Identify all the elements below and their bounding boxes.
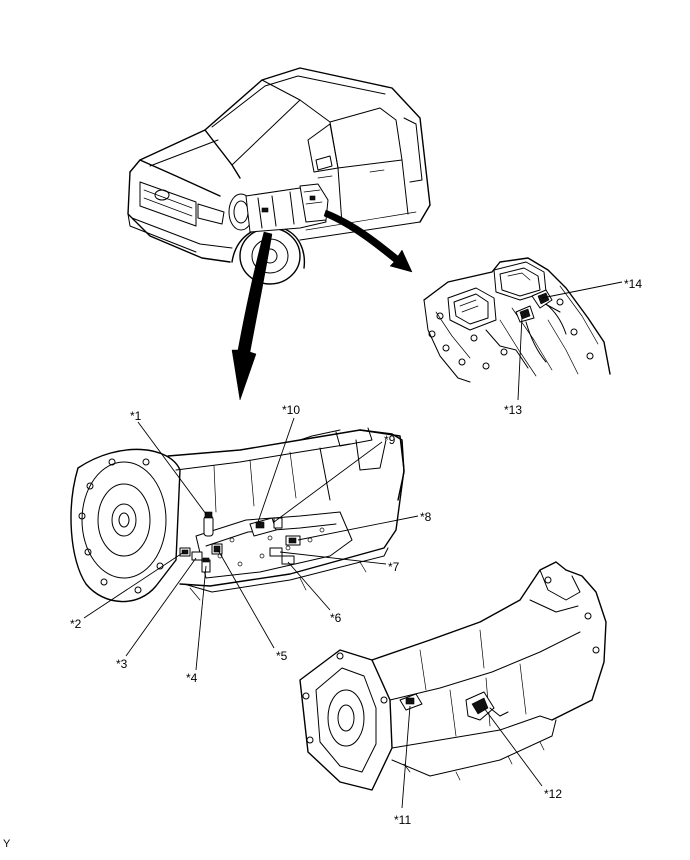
callout-13: *13 (504, 403, 522, 417)
callout-12: *12 (544, 787, 562, 801)
transmission-valve-body-view (70, 427, 405, 603)
callout-7: *7 (388, 560, 400, 574)
arrow-to-transmission-detail (231, 231, 273, 401)
leader-7 (279, 551, 387, 565)
leader-3 (125, 557, 197, 657)
leader-1 (137, 421, 207, 515)
callout-labels: *1 *2 *3 *4 *5 *6 *7 *8 *9 *10 *11 *12 *… (70, 277, 642, 827)
arrow-to-transfer-detail (323, 209, 413, 273)
leader-9 (273, 441, 383, 523)
vehicle-transmission (228, 183, 329, 233)
callout-4: *4 (186, 671, 198, 685)
callout-6: *6 (330, 611, 342, 625)
leader-12 (483, 707, 543, 787)
leader-4 (195, 565, 207, 671)
transfer-case-detail (423, 257, 611, 383)
leader-8 (297, 515, 419, 541)
vehicle-illustration (127, 67, 431, 285)
leader-13 (517, 315, 523, 401)
leader-14 (541, 281, 623, 299)
figure-corner-mark: Y (3, 838, 11, 850)
callout-9: *9 (384, 433, 396, 447)
callout-8: *8 (420, 510, 432, 524)
callout-2: *2 (70, 617, 82, 631)
leader-6 (287, 561, 331, 611)
callout-1: *1 (130, 409, 142, 423)
leader-2 (83, 551, 185, 619)
leader-10 (257, 417, 295, 523)
transmission-exterior-view (299, 561, 607, 791)
leader-11 (401, 705, 411, 809)
leader-5 (217, 549, 275, 649)
callout-10: *10 (282, 403, 300, 417)
callout-14: *14 (624, 277, 642, 291)
leader-lines (83, 281, 623, 809)
callout-3: *3 (116, 657, 128, 671)
callout-11: *11 (394, 813, 411, 827)
callout-5: *5 (276, 649, 288, 663)
